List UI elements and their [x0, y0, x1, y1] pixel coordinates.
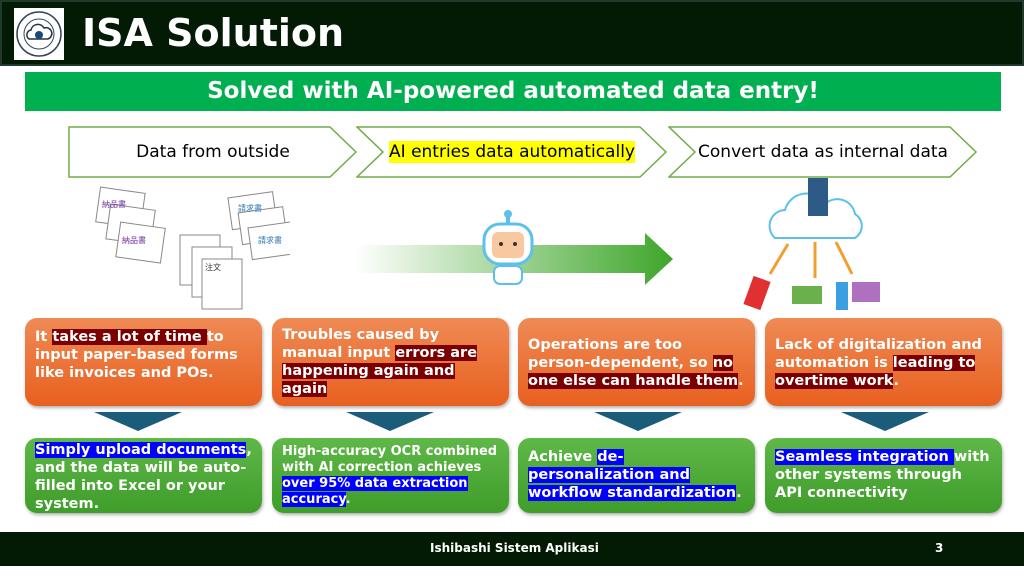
solution-card: Seamless integration with other systems …	[765, 438, 1002, 513]
down-arrow-icon	[841, 412, 929, 431]
step-data-from-outside: Data from outside	[68, 126, 358, 178]
solution-card: Simply upload documents, and the data wi…	[25, 438, 262, 513]
svg-text:注文: 注文	[205, 262, 221, 272]
svg-text:請求書: 請求書	[238, 203, 262, 213]
step-label: Convert data as internal data	[698, 142, 948, 162]
down-arrow-icon	[94, 412, 182, 431]
step-ai-entries: AI entries data automatically	[356, 126, 668, 178]
page-title: ISA Solution	[82, 11, 345, 55]
footer-bar: Ishibashi Sistem Aplikasi 3	[0, 532, 1024, 566]
cloud-system-illustration	[743, 178, 880, 311]
down-arrow-icon	[346, 412, 434, 431]
step-label: AI entries data automatically	[389, 141, 635, 163]
header-bar	[0, 0, 1024, 66]
svg-text:納品書: 納品書	[102, 199, 126, 209]
solution-card: High-accuracy OCR combined with AI corre…	[272, 438, 509, 513]
svg-text:納品書: 納品書	[122, 235, 146, 245]
solution-banner: Solved with AI-powered automated data en…	[25, 72, 1001, 111]
problem-card: Troubles caused by manual input errors a…	[272, 318, 509, 406]
svg-text:請求書: 請求書	[258, 235, 282, 245]
step-convert-data: Convert data as internal data	[668, 126, 978, 178]
page-number: 3	[935, 541, 944, 555]
problem-card: Lack of digitalization and automation is…	[765, 318, 1002, 406]
footer-company: Ishibashi Sistem Aplikasi	[430, 541, 599, 555]
problem-card: Operations are too person-dependent, so …	[518, 318, 755, 406]
company-logo	[14, 8, 64, 60]
down-arrow-icon	[594, 412, 682, 431]
problem-card: It takes a lot of time to input paper-ba…	[25, 318, 262, 406]
step-label: Data from outside	[136, 142, 290, 162]
solution-card: Achieve de-personalization and workflow …	[518, 438, 755, 513]
ai-robot-icon	[482, 210, 534, 285]
